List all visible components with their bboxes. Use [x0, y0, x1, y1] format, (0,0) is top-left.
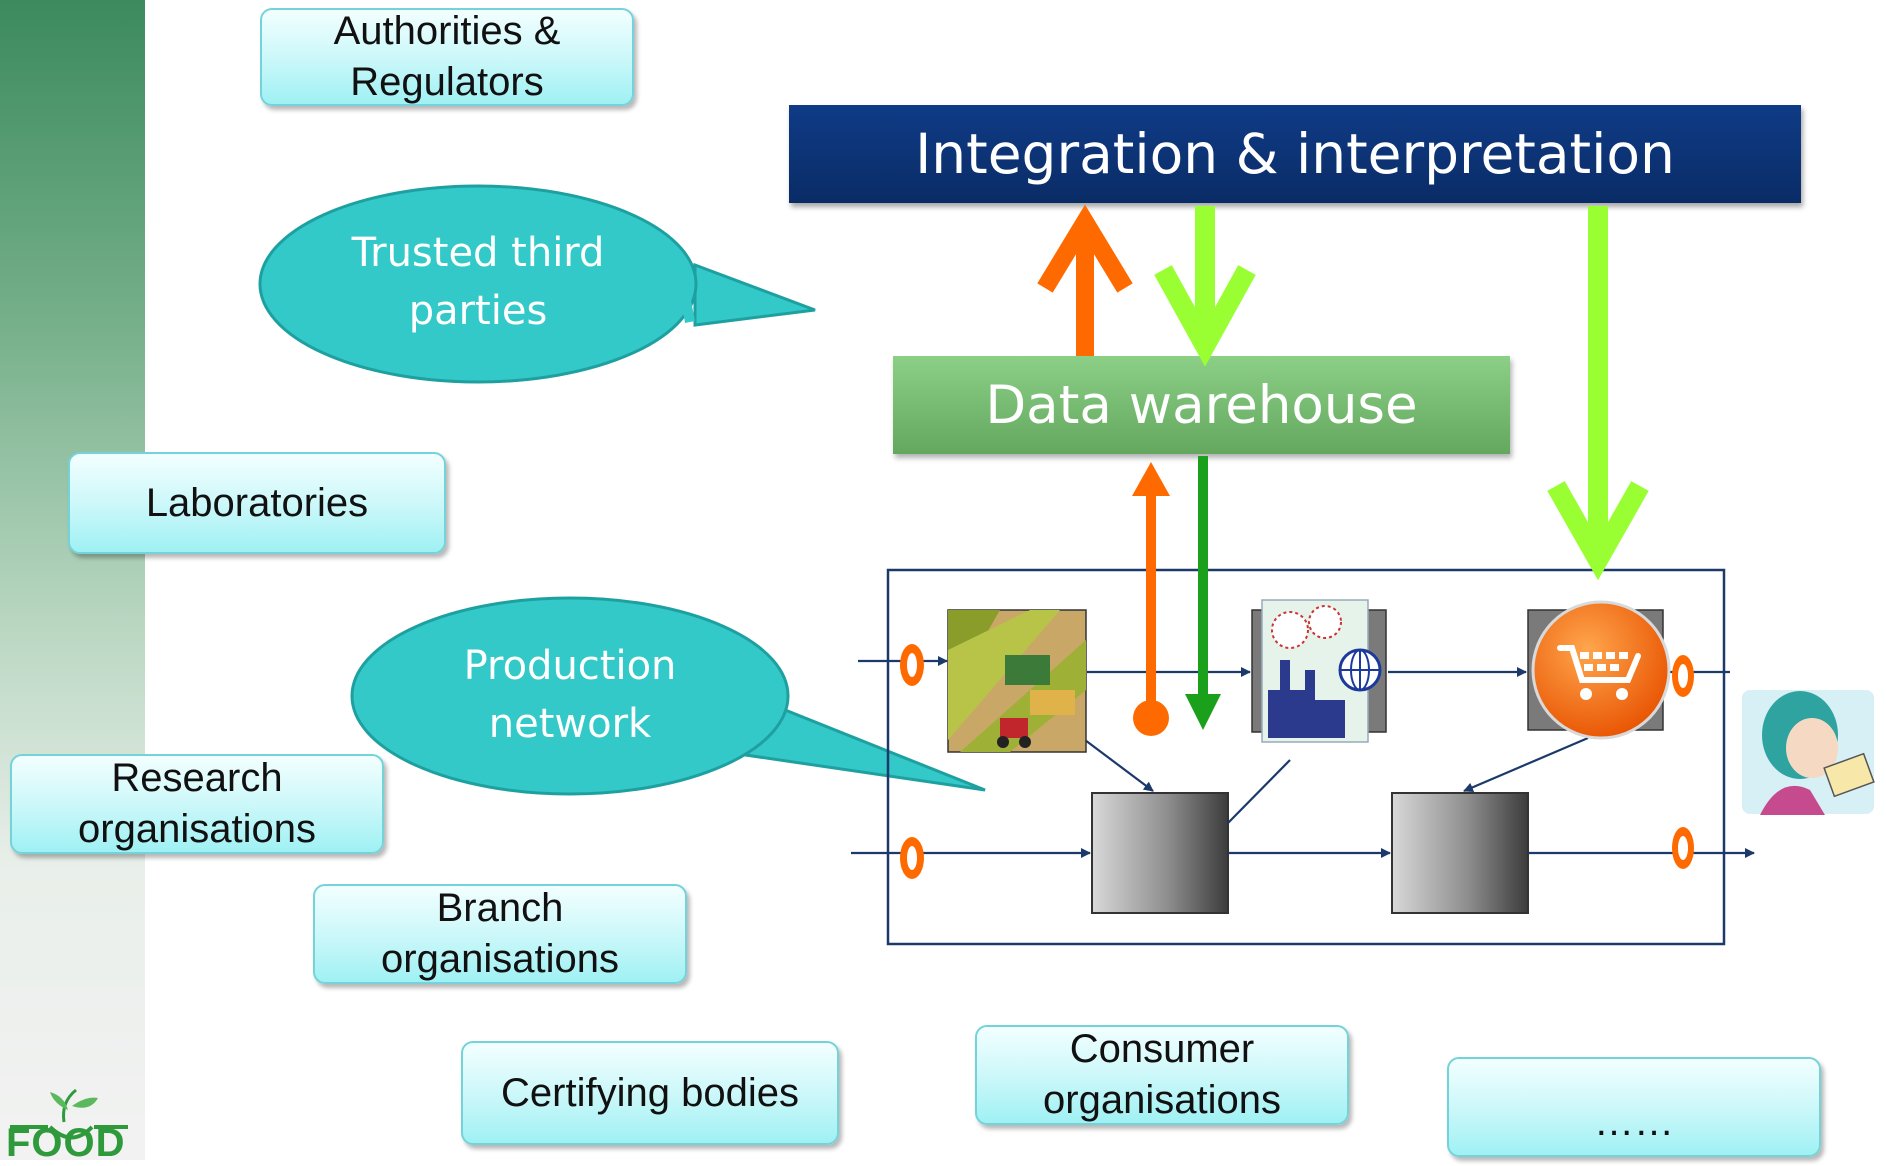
stakeholder-certifying-bodies: Certifying bodies: [461, 1041, 839, 1145]
data-warehouse-block: Data warehouse: [893, 356, 1510, 454]
callout-production-network: [350, 596, 986, 796]
factory-globe-icon: [1251, 599, 1387, 743]
stakeholder-branch-organisations: Branch organisations: [313, 884, 687, 984]
flow-lines: [851, 656, 1755, 858]
harvest-farm-icon: [947, 609, 1087, 753]
production-network-frame: [886, 568, 1726, 946]
stakeholder-research-organisations: Research organisations: [10, 754, 384, 854]
food-logo: FOOD: [6, 1082, 136, 1165]
data-arrow-to-network: [1185, 456, 1221, 730]
stakeholder-consumer-organisations: Consumer organisations: [975, 1025, 1349, 1125]
integration-interpretation-block: Integration & interpretation: [789, 105, 1801, 203]
feedback-arrow-to-retail: [1547, 206, 1649, 581]
callout-trusted-third-parties-label: Trusted third parties: [351, 230, 605, 334]
stakeholder-more-placeholder: ……: [1447, 1057, 1821, 1157]
stakeholder-authorities-regulators: Authorities & Regulators: [260, 8, 634, 106]
sidebar-gradient: [0, 0, 145, 1160]
logo-text: FOOD: [6, 1121, 126, 1165]
upload-arrow-to-integration: [1037, 204, 1133, 356]
sensor-tags: [900, 644, 1694, 879]
callout-trusted-third-parties: [258, 184, 816, 384]
feedback-arrow-to-warehouse: [1154, 206, 1256, 367]
shopping-cart-icon: [1527, 600, 1671, 740]
process-box-left: [1091, 792, 1229, 914]
callout-production-network-label: Production network: [463, 643, 677, 747]
data-arrow-to-warehouse: [1132, 462, 1170, 736]
process-box-right: [1391, 792, 1529, 914]
stakeholder-laboratories: Laboratories: [68, 452, 446, 554]
leaf-icon: [10, 1088, 128, 1140]
consumer-reading-label-icon: [1742, 690, 1875, 815]
